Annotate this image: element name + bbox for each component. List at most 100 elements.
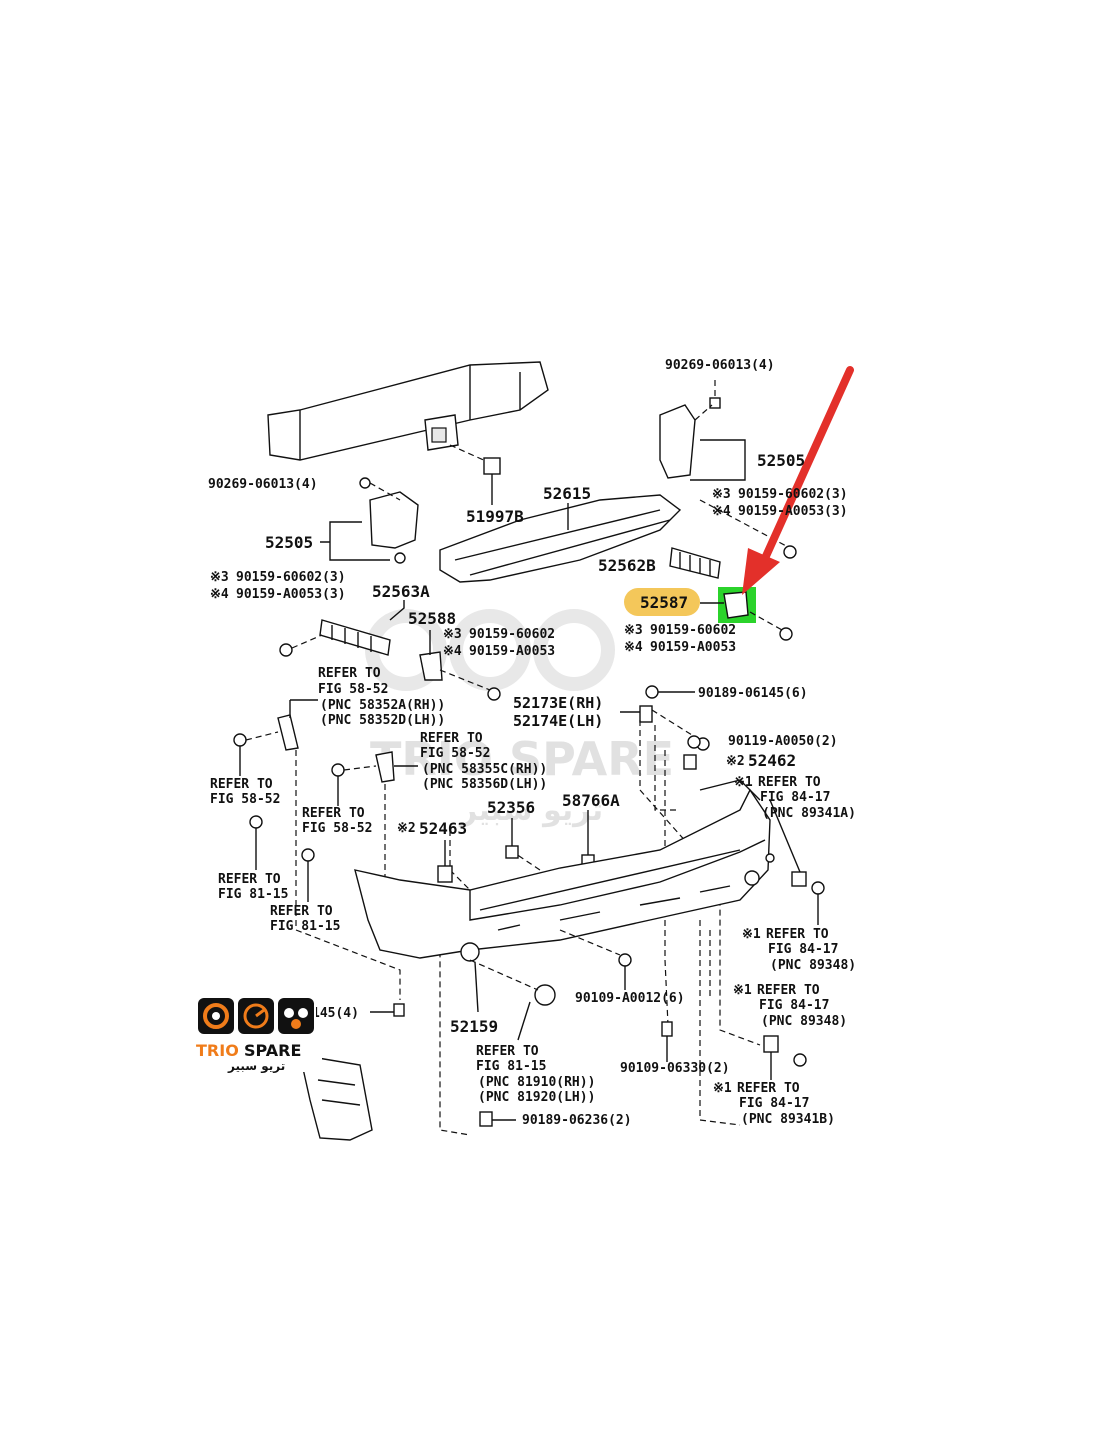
label-fig-84-17-1: FIG 84-17 [760,790,830,805]
label-pnc-89348-1: (PNC 89348) [770,958,856,973]
logo-brand-spare: SPARE [244,1041,301,1060]
label-pnc-81910: (PNC 81910(RH)) [478,1075,595,1090]
label-refer-to-3: REFER TO [210,777,273,792]
label-refer-to-10: REFER TO [476,1044,539,1059]
label-pnc-89341a: (PNC 89341A) [762,806,856,821]
mark-4b: ※4 [210,587,229,602]
label-90119-a0050: 90119-A0050(2) [728,734,838,749]
part-51997b [449,444,501,505]
label-pnc-58352a: (PNC 58352A(RH)) [320,698,445,713]
logo-arabic: تريو سبير [227,1059,285,1074]
part-58355c-ref [331,751,418,806]
mark-3b: ※3 [210,570,229,585]
label-pnc-58355c: (PNC 58355C(RH)) [422,762,547,777]
label-90159-a0053-3-right: 90159-A0053(3) [738,504,848,519]
label-refer-to-6: REFER TO [218,872,281,887]
label-refer-to-8: REFER TO [766,927,829,942]
label-pnc-81920: (PNC 81920(LH)) [478,1090,595,1105]
label-52562b: 52562B [598,556,656,575]
label-52563a: 52563A [372,582,430,601]
part-52563a [279,600,405,657]
watermark-gauge-icon [449,609,531,691]
label-90269-06013-left: 90269-06013(4) [208,477,318,492]
part-52463 [437,840,453,883]
label-52356: 52356 [487,798,535,817]
fasteners [249,735,825,1127]
label-145-4: 145(4) [312,1006,359,1021]
label-52173e: 52173E(RH) [513,694,603,712]
label-90159-60602-right: 90159-60602 [650,623,736,638]
label-refer-to-9: REFER TO [757,983,820,998]
label-52505-right: 52505 [757,451,805,470]
part-52562b [669,547,721,579]
label-fig-84-17-2: FIG 84-17 [768,942,838,957]
part-mud-flap [299,1054,373,1141]
part-52462 [683,754,697,770]
label-58766a: 58766A [562,791,620,810]
watermark-brand: TRIO SPARE [370,732,674,786]
label-refer-to-2: REFER TO [420,731,483,746]
label-90269-06013-top: 90269-06013(4) [665,358,775,373]
label-90159-a0053-mid: 90159-A0053 [469,644,555,659]
label-90159-a0053-3-left: 90159-A0053(3) [236,587,346,602]
label-fig-81-15-3: FIG 81-15 [476,1059,546,1074]
label-fig-58-52-2: FIG 58-52 [420,746,490,761]
label-90159-60602-3-right: 90159-60602(3) [738,487,848,502]
part-52505-left [320,477,419,564]
highlight-label-pill [624,588,700,616]
label-refer-to-5: REFER TO [758,775,821,790]
label-90159-60602-mid: 90159-60602 [469,627,555,642]
logo-engine-icon [278,998,314,1034]
mark-3c: ※3 [443,627,462,642]
mark-1d: ※1 [713,1081,732,1096]
label-90109-06330: 90109-06330(2) [620,1061,730,1076]
part-52356 [505,818,519,859]
label-fig-58-52-4: FIG 58-52 [302,821,372,836]
label-51997b: 51997B [466,507,524,526]
mark-2b: ※2 [397,821,416,836]
mark-4d: ※4 [624,640,643,655]
label-refer-to-1: REFER TO [318,666,381,681]
label-refer-to-4: REFER TO [302,806,365,821]
mark-1a: ※1 [734,775,753,790]
part-52587-highlighted [700,587,793,641]
label-fig-84-17-4: FIG 84-17 [739,1096,809,1111]
label-52587-highlighted: 52587 [640,593,688,612]
watermark-engine-icon [533,609,615,691]
label-pnc-58356d: (PNC 58356D(LH)) [422,777,547,792]
label-52588: 52588 [408,609,456,628]
label-52159: 52159 [450,1017,498,1036]
mark-4a: ※4 [712,504,731,519]
label-52174e: 52174E(LH) [513,712,603,730]
label-52463: 52463 [419,819,467,838]
label-refer-to-7: REFER TO [270,904,333,919]
label-pnc-89341b: (PNC 89341B) [741,1112,835,1127]
mark-1b: ※1 [742,927,761,942]
mark-3d: ※3 [624,623,643,638]
label-52462: 52462 [748,751,796,770]
mark-2a: ※2 [726,754,745,769]
logo-brand-trio: TRIO [196,1041,239,1060]
label-refer-to-11: REFER TO [737,1081,800,1096]
chassis-frame [267,361,549,461]
label-fig-84-17-3: FIG 84-17 [759,998,829,1013]
label-90189-06145: 90189-06145(6) [698,686,808,701]
labels: 90269-06013(4) 52505 ※3 90159-60602(3) ※… [208,358,856,1128]
part-58352a-ref [233,699,318,776]
part-52615-reinforcement [439,494,682,583]
label-52505-left: 52505 [265,533,313,552]
label-90189-06236: 90189-06236(2) [522,1113,632,1128]
label-fig-58-52-1: FIG 58-52 [318,682,388,697]
trio-spare-logo: TRIO SPARE تريو سبير [192,996,322,1074]
watermark: TRIO SPARE تريو سبير [365,609,674,828]
label-fig-81-15-2: FIG 81-15 [270,919,340,934]
label-90159-60602-3-left: 90159-60602(3) [236,570,346,585]
watermark-arabic: تريو سبير [458,793,603,828]
label-90109-a0012: 90109-A0012(6) [575,991,685,1006]
part-52588 [419,630,501,701]
label-90159-a0053-right: 90159-A0053 [650,640,736,655]
mark-4c: ※4 [443,644,462,659]
label-pnc-89348-2: (PNC 89348) [761,1014,847,1029]
label-fig-58-52-3: FIG 58-52 [210,792,280,807]
